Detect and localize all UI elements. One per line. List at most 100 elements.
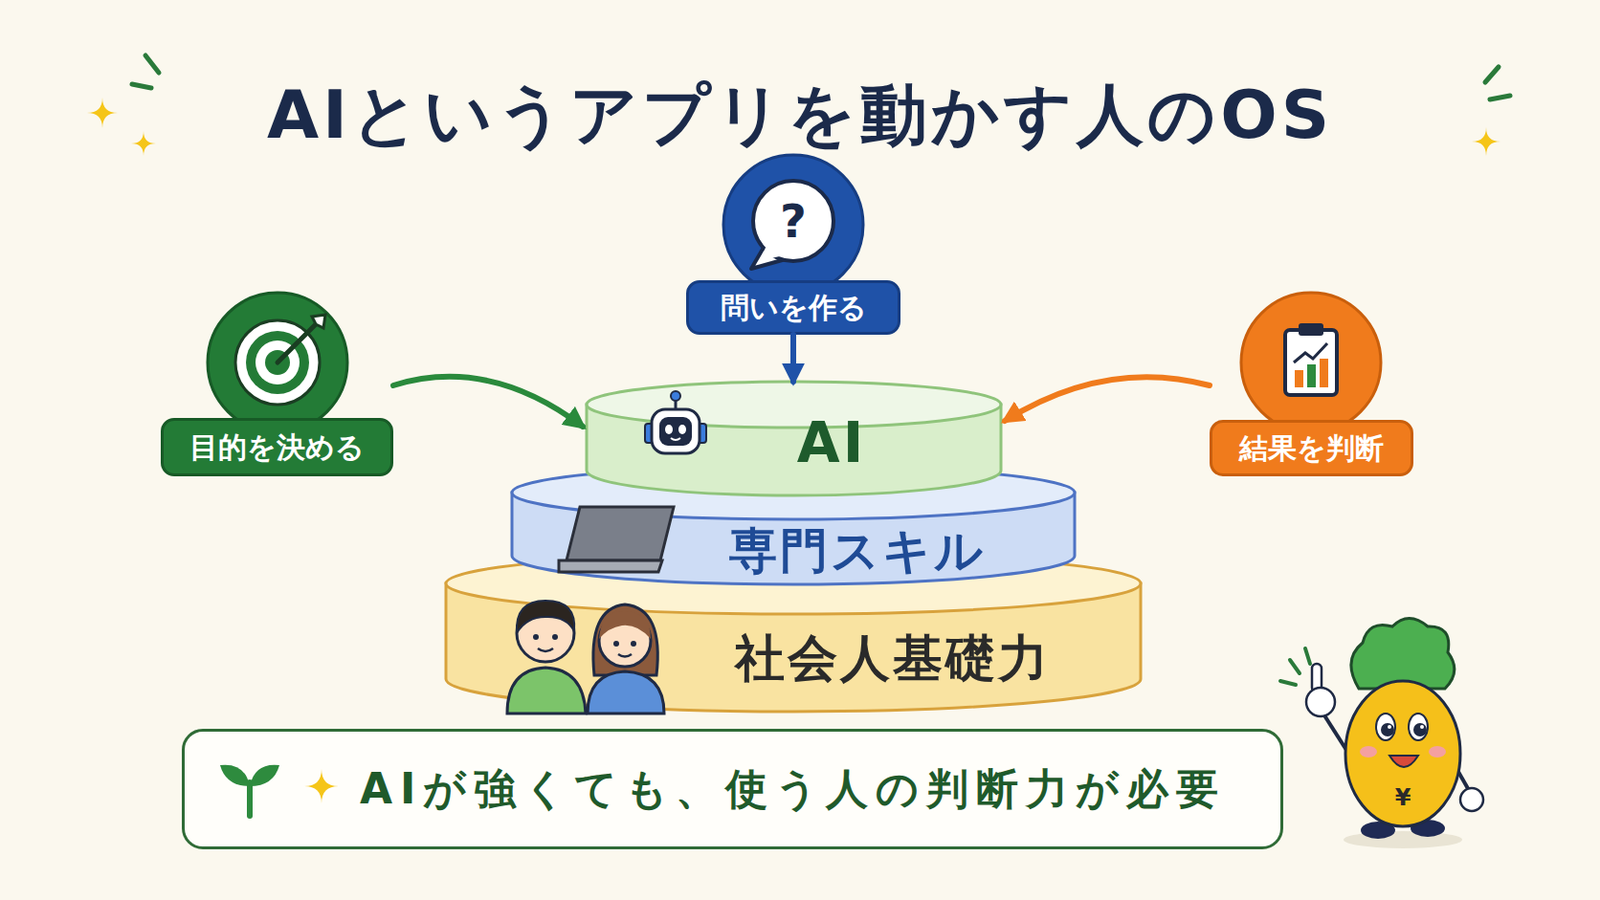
decor-ellipse — [665, 424, 673, 435]
callout-label: 目的を決める — [160, 418, 394, 477]
callout-node: 結果を判断 — [1209, 290, 1414, 477]
mascot-character — [1280, 619, 1484, 850]
tier-label: 専門スキル — [729, 527, 986, 576]
decor-path — [516, 600, 575, 634]
connector-arrow — [393, 377, 583, 427]
decor-line — [674, 400, 678, 412]
decor-line — [145, 55, 159, 73]
decor-path — [599, 611, 651, 640]
decor-rect — [651, 409, 700, 454]
robot-icon — [644, 391, 707, 454]
decor-polygon — [566, 507, 674, 561]
decor-ellipse — [1360, 822, 1396, 840]
decor-circle — [1460, 788, 1484, 812]
diagram-title: AIというアプリを動かす人のOS — [0, 74, 1600, 156]
decor-line — [132, 84, 152, 89]
tier-label: 社会人基礎力 — [734, 633, 1051, 684]
decor-ellipse — [1428, 746, 1446, 758]
decor-line — [1280, 681, 1296, 686]
decor-ellipse — [445, 553, 1141, 615]
decor-line — [1489, 95, 1511, 100]
decor-circle — [599, 615, 651, 667]
decor-rect — [1298, 323, 1324, 336]
decor-circle — [670, 391, 681, 401]
text-group: 専門スキル — [729, 527, 986, 576]
decor-circle — [516, 604, 575, 663]
text-group: AI — [797, 415, 867, 471]
decor-line — [246, 782, 253, 817]
title-sparkles — [87, 55, 1511, 156]
tier-label: AI — [797, 415, 867, 471]
decor-circle — [1420, 725, 1424, 730]
sprout-icon — [220, 765, 280, 817]
decor-circle — [613, 641, 620, 647]
decor-circle — [723, 155, 864, 295]
decor-rect — [1311, 664, 1322, 693]
decor-circle — [1241, 292, 1381, 433]
decor-circle — [1306, 688, 1335, 717]
decor-path — [220, 765, 250, 787]
decor-circle — [1387, 725, 1392, 730]
connector-arrow — [1004, 377, 1210, 422]
callout-label: 問いを作る — [686, 280, 901, 335]
decor-ellipse — [586, 381, 1001, 428]
decor-rect — [659, 417, 692, 446]
decor-polygon — [558, 560, 663, 573]
sparkle-icon — [304, 769, 339, 804]
callout-label: 結果を判断 — [1209, 420, 1414, 477]
decor-path — [1471, 127, 1501, 156]
laptop-icon — [558, 507, 674, 573]
callout-node: 問いを作る — [686, 153, 901, 335]
callout-node: 目的を決める — [160, 290, 394, 477]
decor-rect — [1319, 358, 1329, 388]
decor-circle — [753, 180, 834, 262]
decor-ellipse — [1408, 713, 1428, 741]
text-group: AIが強くても、使う人の判断力が必要 — [359, 764, 1226, 816]
summary-box: AIが強くても、使う人の判断力が必要 — [181, 729, 1284, 850]
decor-polyline — [1293, 343, 1328, 363]
decor-path — [587, 671, 665, 714]
decor-line — [277, 324, 316, 363]
decor-ellipse — [678, 424, 687, 435]
callout-text: 問いを作る — [720, 291, 867, 324]
decor-line — [1289, 660, 1300, 674]
decor-ellipse — [1359, 746, 1378, 758]
decor-rect — [1285, 330, 1337, 396]
decor-line — [1454, 765, 1470, 793]
decor-circle — [1380, 723, 1395, 737]
callout-text: 目的を決める — [189, 431, 365, 464]
yen-sign: ¥ — [1395, 786, 1412, 810]
decor-path — [670, 438, 681, 441]
decor-ellipse — [511, 466, 1075, 520]
decor-ellipse — [1345, 681, 1461, 827]
decor-ellipse — [1410, 820, 1445, 838]
stack-tier: AI — [584, 379, 1003, 498]
decor-ellipse — [1376, 713, 1396, 741]
decor-path — [1351, 619, 1455, 690]
decor-circle — [235, 320, 320, 405]
connector-arrow — [790, 334, 797, 382]
decor-path — [87, 97, 118, 129]
summary-text: AIが強くても、使う人の判断力が必要 — [359, 764, 1226, 816]
decor-circle — [552, 634, 558, 641]
decor-rect — [1307, 364, 1316, 388]
question-mark: ? — [779, 198, 807, 245]
decor-path — [618, 654, 632, 658]
decor-path — [249, 765, 280, 787]
decor-path — [537, 648, 554, 652]
decor-line — [1324, 715, 1352, 758]
decor-path — [593, 604, 658, 676]
decor-path — [131, 131, 156, 156]
decor-rect — [697, 423, 707, 444]
decor-circle — [1413, 723, 1427, 737]
decor-circle — [207, 292, 348, 433]
decor-line — [1305, 648, 1311, 665]
callout-text: 結果を判断 — [1239, 432, 1384, 465]
tier-shape — [584, 379, 1003, 498]
decor-line — [1485, 66, 1499, 83]
decor-polygon — [758, 244, 784, 262]
people-illustration — [507, 600, 665, 714]
decor-rect — [644, 423, 654, 444]
decor-ellipse — [1343, 831, 1463, 849]
